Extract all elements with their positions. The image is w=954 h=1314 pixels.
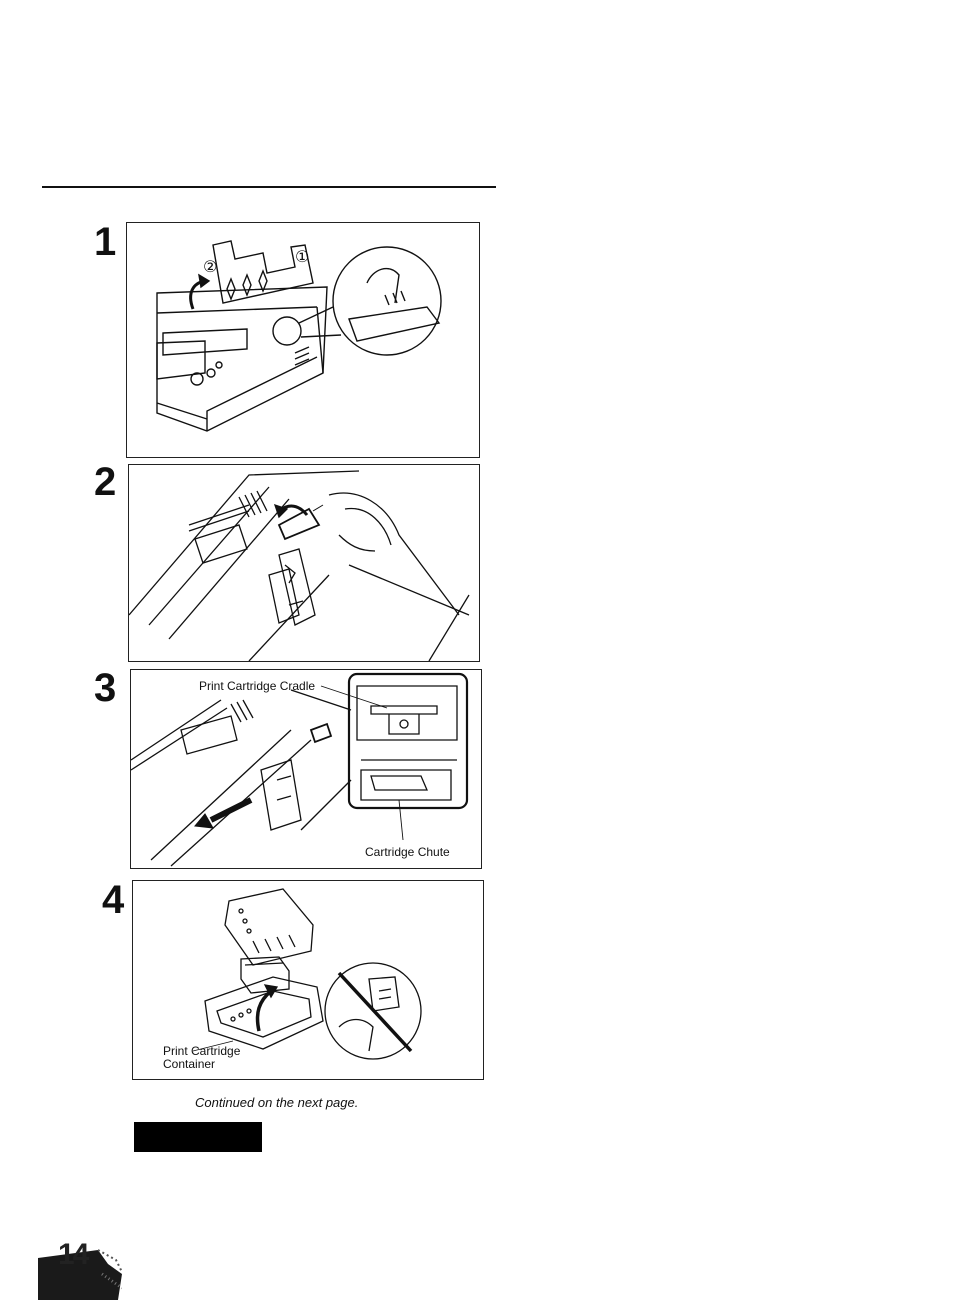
header-rule bbox=[42, 186, 496, 188]
marker-circled-two: ② bbox=[203, 261, 217, 274]
step-3-number: 3 bbox=[94, 668, 116, 708]
step-3-illustration: Print Cartridge Cradle Cartridge Chute bbox=[130, 669, 482, 869]
label-print-cartridge-cradle: Print Cartridge Cradle bbox=[199, 680, 315, 693]
label-print-cartridge-container-line2: Container bbox=[163, 1058, 215, 1071]
step-4-illustration: Print Cartridge Container bbox=[132, 880, 484, 1080]
marker-circled-one: ① bbox=[295, 251, 309, 264]
continued-note: Continued on the next page. bbox=[195, 1095, 358, 1110]
page-number: 14 bbox=[58, 1238, 87, 1272]
cartridge-cradle-release-drawing bbox=[129, 465, 479, 661]
chute-leader-line bbox=[399, 800, 403, 840]
step-4-number: 4 bbox=[102, 880, 124, 920]
step-1-illustration: ① ② bbox=[126, 222, 480, 458]
label-cartridge-chute: Cartridge Chute bbox=[365, 846, 450, 859]
step-1-number: 1 bbox=[94, 222, 116, 262]
cartridge-cradle-slide-drawing bbox=[131, 670, 481, 868]
cradle-leader-line bbox=[321, 686, 387, 708]
redaction-bar bbox=[134, 1122, 262, 1152]
step-2-number: 2 bbox=[94, 462, 116, 502]
step-2-illustration bbox=[128, 464, 480, 662]
